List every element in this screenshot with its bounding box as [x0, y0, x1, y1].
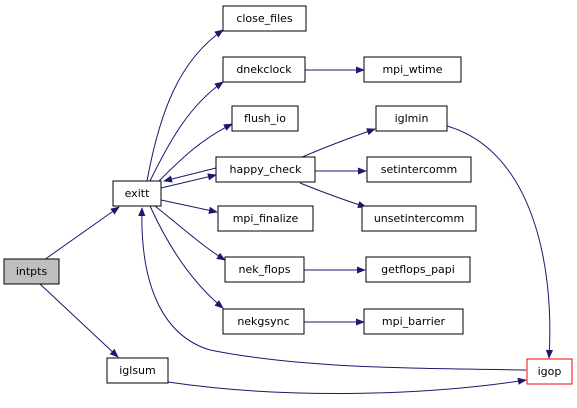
edge-exitt-nekgsync [149, 205, 224, 309]
edge-exitt-flush-io [157, 123, 233, 183]
edge-exitt-happy-check [160, 173, 217, 189]
node-label: iglsum [119, 364, 156, 377]
edge-iglsum-igop [167, 377, 527, 394]
node-dnekclock[interactable]: dnekclock [222, 56, 306, 83]
node-label: intpts [16, 265, 48, 278]
node-flush-io[interactable]: flush_io [231, 105, 299, 132]
node-label: dnekclock [236, 63, 292, 76]
node-unsetintercomm[interactable]: unsetintercomm [361, 205, 477, 232]
node-close-files[interactable]: close_files [222, 5, 307, 32]
edge-happy-check-unsetintercomm [299, 182, 367, 209]
node-mpi-wtime[interactable]: mpi_wtime [363, 56, 462, 83]
node-label: happy_check [230, 163, 303, 176]
edge-iglmin-igop [446, 125, 554, 359]
node-label: setintercomm [381, 163, 457, 176]
edge-happy-check-exitt [163, 167, 217, 183]
node-mpi-barrier[interactable]: mpi_barrier [363, 308, 464, 335]
node-label: mpi_barrier [382, 315, 446, 328]
node-nek-flops[interactable]: nek_flops [224, 256, 305, 283]
edge-intpts-iglsum [39, 283, 119, 358]
node-label: nek_flops [239, 263, 291, 276]
node-label: flush_io [244, 112, 286, 125]
edge-exitt-close-files [146, 29, 224, 182]
node-getflops-papi[interactable]: getflops_papi [365, 256, 471, 283]
edge-exitt-dnekclock [149, 81, 224, 182]
node-setintercomm[interactable]: setintercomm [366, 156, 472, 183]
node-label: igop [538, 365, 562, 378]
edge-happy-check-iglmin [299, 128, 376, 159]
edge-intpts-exitt [43, 206, 120, 261]
edge-igop-exitt [138, 207, 527, 371]
node-iglsum[interactable]: iglsum [106, 357, 169, 384]
node-label: nekgsync [237, 315, 289, 328]
node-iglmin[interactable]: iglmin [375, 105, 448, 132]
node-label: exitt [125, 187, 150, 200]
node-happy-check[interactable]: happy_check [215, 156, 316, 183]
node-mpi-finalize[interactable]: mpi_finalize [217, 205, 314, 232]
node-label: getflops_papi [381, 263, 455, 276]
node-label: mpi_wtime [382, 63, 442, 76]
node-exitt[interactable]: exitt [112, 180, 162, 207]
node-label: close_files [236, 12, 293, 25]
node-intpts[interactable]: intpts [3, 258, 60, 285]
node-label: unsetintercomm [374, 212, 464, 225]
node-label: mpi_finalize [233, 212, 299, 225]
edge-exitt-mpi-finalize [160, 199, 218, 214]
node-nekgsync[interactable]: nekgsync [222, 308, 305, 335]
node-label: iglmin [395, 112, 429, 125]
node-igop[interactable]: igop [526, 358, 573, 385]
edge-exitt-nek-flops [154, 205, 226, 261]
